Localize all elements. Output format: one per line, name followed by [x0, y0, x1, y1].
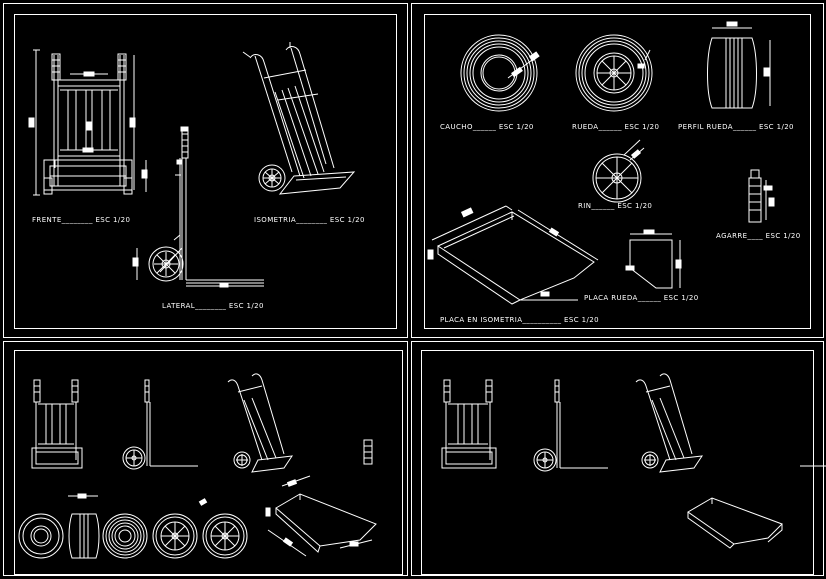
wheel-label: RUEDA______ ESC 1/20 [572, 123, 659, 131]
sheet-3-drawings [18, 373, 377, 559]
grip-label: AGARRE____ ESC 1/20 [716, 232, 801, 240]
sheet-borders [3, 3, 826, 576]
wheel-profile-drawing [707, 21, 771, 109]
wheel-profile-label: PERFIL RUEDA______ ESC 1/20 [678, 123, 794, 131]
tire-label: CAUCHO______ ESC 1/20 [440, 123, 534, 131]
front-view-label: FRENTE________ ESC 1/20 [32, 216, 130, 224]
rim-label: RIN______ ESC 1/20 [578, 202, 652, 210]
front-view [28, 49, 148, 196]
plate-wheel-drawing [625, 229, 682, 289]
sheet-4-drawings [441, 373, 783, 549]
plate-wheel-label: PLACA RUEDA______ ESC 1/20 [584, 294, 699, 302]
tire-drawing [460, 34, 540, 112]
lateral-view-label: LATERAL________ ESC 1/20 [162, 302, 264, 310]
plate-isometric-drawing [427, 205, 599, 305]
wheel-drawing [575, 34, 653, 112]
isometric-view [242, 42, 356, 195]
lateral-view [132, 126, 264, 288]
rim-drawing [592, 139, 645, 203]
isometric-view-label: ISOMETRIA________ ESC 1/20 [254, 216, 365, 224]
plate-isometric-label: PLACA EN ISOMETRIA__________ ESC 1/20 [440, 316, 599, 324]
grip-drawing [748, 169, 775, 223]
